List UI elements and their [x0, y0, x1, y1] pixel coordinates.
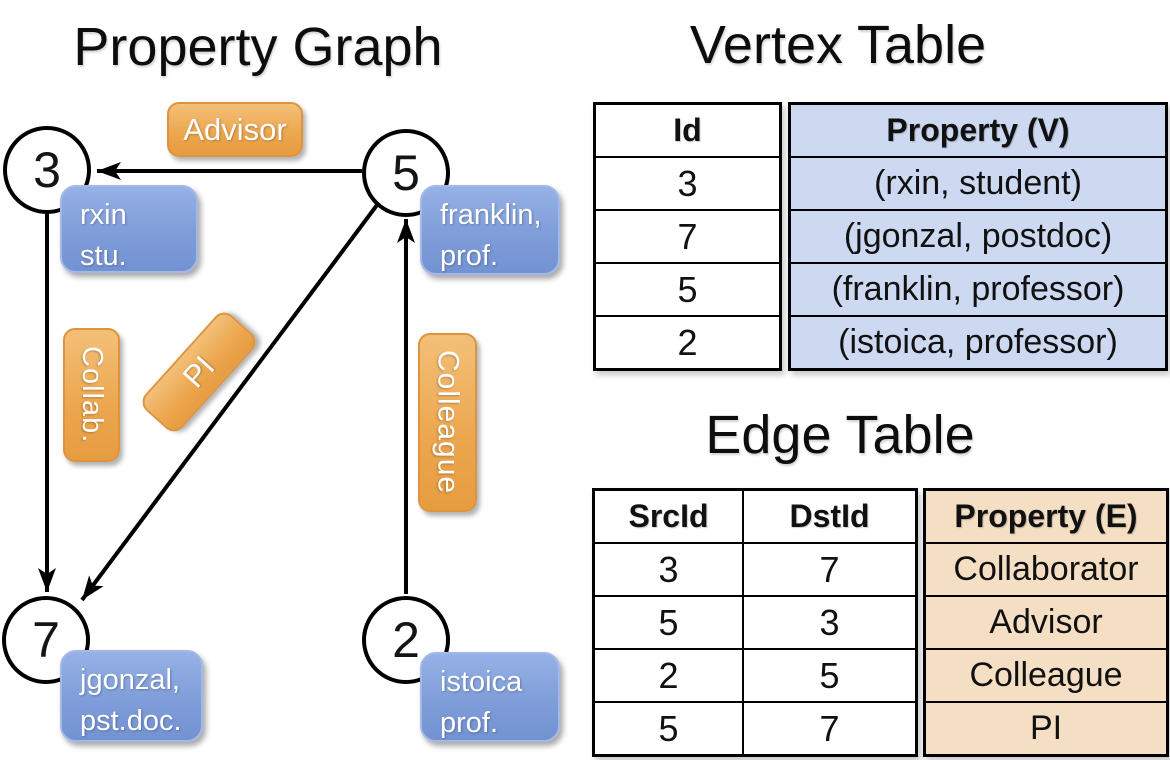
edge-label-advisor: Advisor: [167, 102, 303, 157]
graph-edges-svg: [38, 162, 415, 602]
graph-node-5: 5: [362, 129, 450, 217]
graph-node-2: 2: [362, 596, 450, 684]
table-cell: 3: [596, 156, 779, 209]
table-cell: 5: [658, 707, 679, 749]
node-id: 7: [32, 612, 60, 668]
column-header: Id: [673, 112, 702, 148]
graph-title: Property Graph: [73, 17, 443, 77]
property-line: prof.: [440, 707, 499, 740]
vertex-property-box-jgonzal: jgonzal, pst.doc.: [60, 650, 203, 742]
table-row: 5 7: [595, 701, 915, 754]
column-header: SrcId: [628, 498, 709, 534]
property-line: prof.: [440, 240, 499, 273]
vertex-property-column: Property (V) (rxin, student) (jgonzal, p…: [788, 102, 1168, 371]
table-cell: 7: [742, 544, 915, 595]
edge-label-text: PI: [175, 349, 222, 395]
table-cell: Colleague: [926, 648, 1166, 701]
table-row: 2 5: [595, 648, 915, 701]
table-row: 3 7: [595, 542, 915, 595]
table-cell: 5: [742, 650, 915, 701]
edge-ids-columns: SrcId DstId 3 7 5 3 2 5 5 7: [592, 488, 918, 757]
vertex-table-title: Vertex Table: [689, 15, 987, 75]
vertex-property-box-rxin: rxin stu.: [60, 185, 198, 273]
vertex-property-box-franklin: franklin, prof.: [420, 185, 560, 275]
edge-table-title: Edge Table: [705, 405, 975, 465]
table-cell: 3: [658, 548, 679, 590]
table-cell: (rxin, student): [791, 156, 1165, 209]
edge-label-text: Advisor: [183, 111, 287, 147]
vertex-table: Id 3 7 5 2 Property (V) (rxin, student) …: [593, 102, 1168, 371]
table-cell: 2: [658, 654, 679, 696]
property-line: jgonzal,: [80, 664, 180, 696]
table-cell: 2: [596, 315, 779, 368]
table-header-row: SrcId DstId: [595, 491, 915, 542]
edge-label-collab: Collab.: [63, 328, 120, 462]
property-line: rxin: [80, 199, 127, 231]
property-line: pst.doc.: [80, 705, 182, 738]
node-id: 5: [392, 145, 420, 201]
table-cell: 7: [596, 209, 779, 262]
property-line: stu.: [80, 240, 127, 273]
column-header: Property (V): [886, 112, 1070, 148]
node-id: 2: [392, 612, 420, 668]
column-header: Property (E): [954, 498, 1138, 534]
edge-pi-arrow: [80, 203, 379, 602]
table-row: 5 3: [595, 595, 915, 648]
edge-property-column: Property (E) Collaborator Advisor Collea…: [923, 488, 1169, 757]
table-cell: (istoica, professor): [791, 315, 1165, 368]
table-cell: 5: [658, 601, 679, 643]
edge-label-text: Colleague: [431, 350, 465, 495]
table-cell: PI: [926, 701, 1166, 754]
table-cell: 3: [742, 597, 915, 648]
table-cell: Advisor: [926, 595, 1166, 648]
table-cell: Collaborator: [926, 542, 1166, 595]
property-line: franklin,: [440, 199, 542, 231]
node-id: 3: [33, 142, 61, 198]
table-cell: (jgonzal, postdoc): [791, 209, 1165, 262]
edge-label-text: Collab.: [76, 346, 108, 444]
vertex-id-column: Id 3 7 5 2: [593, 102, 782, 371]
edge-label-colleague: Colleague: [418, 333, 477, 512]
table-cell: 5: [596, 262, 779, 315]
vertex-property-box-istoica: istoica prof.: [420, 652, 560, 742]
table-cell: (franklin, professor): [791, 262, 1165, 315]
table-cell: 7: [742, 703, 915, 754]
edge-table: SrcId DstId 3 7 5 3 2 5 5 7: [592, 488, 1169, 757]
column-header: DstId: [742, 491, 915, 542]
property-line: istoica: [440, 666, 523, 698]
